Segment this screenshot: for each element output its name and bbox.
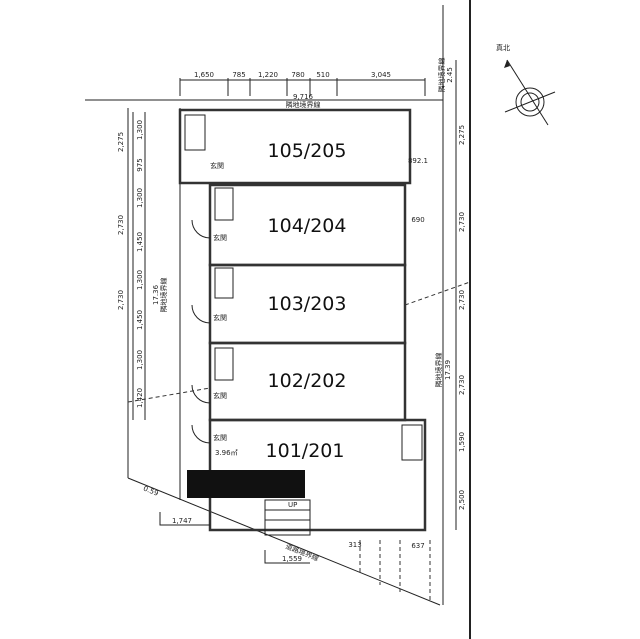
door-swing (191, 424, 211, 444)
dim-label: 1,220 (258, 71, 278, 79)
dim-label: 690 (411, 216, 424, 224)
dim-label: 313 (348, 541, 361, 549)
door-swing (191, 384, 211, 404)
entrance-label: 玄関 (210, 161, 224, 170)
adjacent-boundary-label: 隣地境界線 (434, 353, 443, 388)
dim-label: 1,300 (136, 188, 144, 208)
dim-label: 637 (411, 542, 424, 550)
entrance-label: 玄関 (213, 233, 227, 242)
dim-label: 1,300 (136, 350, 144, 370)
dim-label: 2,500 (458, 490, 466, 510)
dim-label: 2,730 (458, 375, 466, 395)
adjacent-boundary-label: 隣地境界線 (437, 58, 446, 93)
dim-label: 892.1 (408, 157, 428, 165)
dim-label: 2,730 (458, 212, 466, 232)
entrance-label: 玄関 (213, 433, 227, 442)
dim-label: 1,590 (458, 432, 466, 452)
stairs-roof (187, 470, 305, 498)
left-boundary-length: 17.36 (152, 284, 160, 305)
right-boundary-length: 17.39 (444, 360, 452, 380)
dim-label: 2,730 (117, 215, 125, 235)
dim-label: 1,420 (136, 388, 144, 408)
dim-label: 0.59 (142, 485, 159, 498)
unit-label: 103/203 (268, 293, 347, 315)
door-swing (191, 304, 211, 324)
building: 105/205 104/204 103/203 102/202 101/201 … (178, 108, 427, 536)
up-label: UP (288, 501, 297, 509)
dim-label: 3,045 (371, 71, 391, 79)
dim-label: 2,730 (117, 290, 125, 310)
total-width-label: 9,716 (293, 93, 314, 101)
top-dimensions: 1,650 785 1,220 780 510 3,045 9,716 隣地境界… (179, 71, 426, 109)
dim-label: 2,730 (458, 290, 466, 310)
dim-label: 975 (136, 158, 144, 171)
true-north-label: 真北 (496, 43, 510, 52)
dim-label: 1,747 (172, 517, 192, 525)
dim-label: 510 (316, 71, 329, 79)
dim-label: 1,650 (194, 71, 214, 79)
unit-label: 105/205 (268, 140, 347, 162)
unit-label: 104/204 (268, 215, 347, 237)
right-dimensions: 2.45 隣地境界線 2,275 2,730 2,730 2,730 1,590… (408, 58, 466, 551)
dim-label: 1,450 (136, 232, 144, 252)
entrance-label: 玄関 (213, 391, 227, 400)
unit-label: 102/202 (268, 370, 347, 392)
compass-icon: 真北 (496, 43, 556, 126)
dim-label: 1,300 (136, 270, 144, 290)
dim-label: 785 (232, 71, 245, 79)
dim-label: 1,559 (282, 555, 302, 563)
right-top-length: 2.45 (446, 67, 454, 83)
dim-label: 2,275 (117, 132, 125, 152)
dim-label: 2,275 (458, 125, 466, 145)
entrance-label: 玄関 (213, 313, 227, 322)
adjacent-boundary-label: 隣地境界線 (286, 100, 321, 109)
dim-label: 1,300 (136, 120, 144, 140)
adjacent-boundary-label: 隣地境界線 (159, 278, 168, 313)
door-swing (191, 219, 211, 239)
left-dimensions: 2,275 2,730 2,730 1,300 975 1,300 1,450 … (117, 112, 168, 420)
unit-label: 101/201 (266, 440, 345, 462)
area-label: 3.96㎡ (215, 449, 238, 457)
dim-label: 1,450 (136, 310, 144, 330)
dim-label: 780 (291, 71, 304, 79)
